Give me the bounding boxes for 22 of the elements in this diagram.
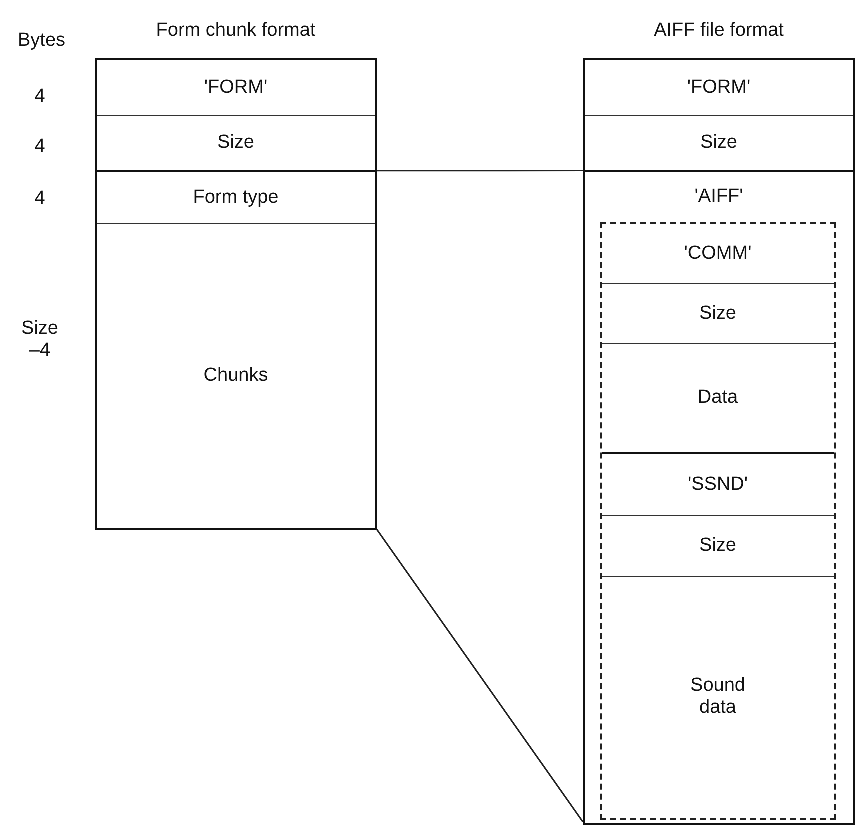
field-name: 'FORM' <box>687 76 751 98</box>
byte-count: 4 <box>34 136 46 158</box>
byte-count: 4 <box>34 86 46 108</box>
field-name: Size <box>218 132 254 154</box>
connector-line <box>376 529 584 822</box>
byte-count: Size –4 <box>20 318 60 362</box>
field-name: Chunks <box>204 365 268 387</box>
byte-count: 4 <box>34 188 46 210</box>
field-name: 'COMM' <box>684 242 752 264</box>
field-name: 'SSND' <box>688 474 748 496</box>
section-heading: AIFF file format <box>653 20 785 42</box>
field-name: 'FORM' <box>204 76 268 98</box>
dashed-chunk-region <box>600 222 836 820</box>
field-name: Sound data <box>690 674 746 718</box>
section-heading: Form chunk format <box>155 20 317 42</box>
field-name: Size <box>700 302 736 324</box>
field-name: Size <box>700 132 738 154</box>
field-name: 'AIFF' <box>694 186 744 208</box>
field-name: Form type <box>193 186 279 208</box>
connector-line <box>377 170 583 172</box>
field-name: Size <box>700 535 736 557</box>
field-name: Data <box>698 387 738 409</box>
